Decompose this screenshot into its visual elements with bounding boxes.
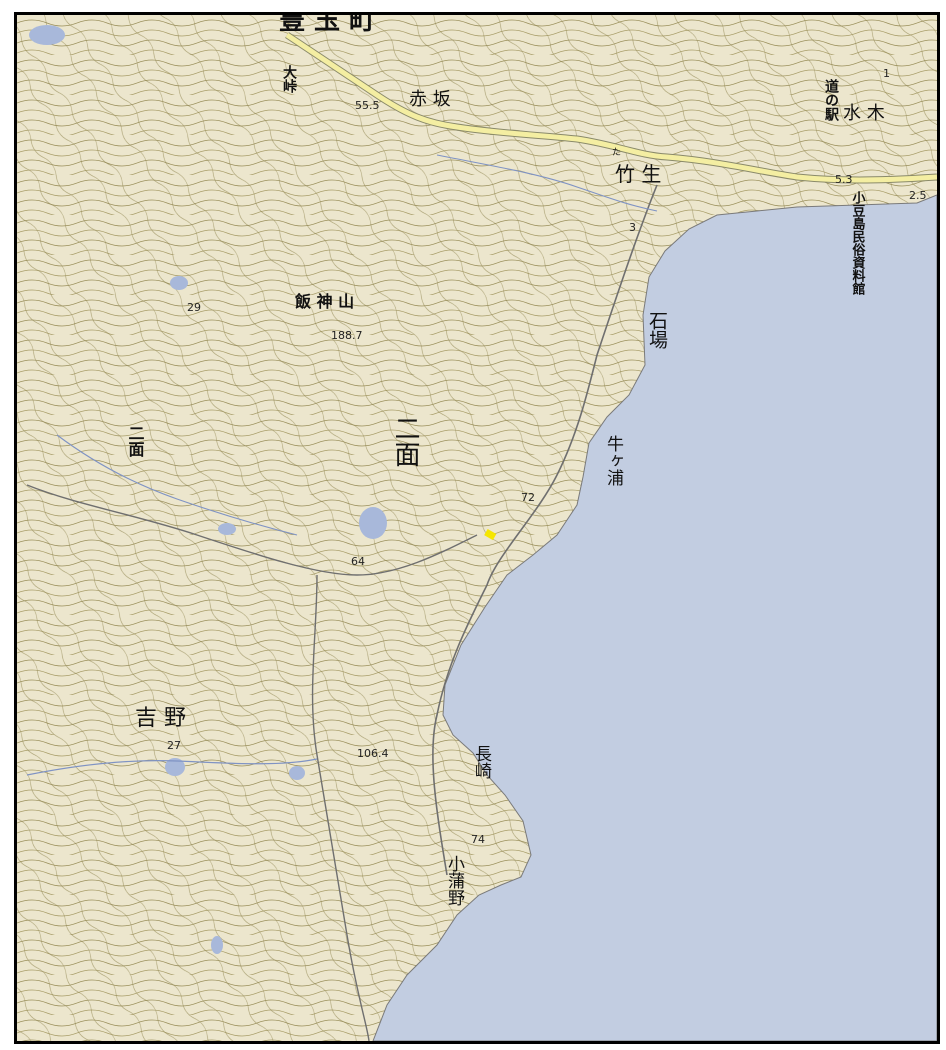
- elev-3: 3: [629, 221, 636, 234]
- topographic-map[interactable]: 豊 玉 町 大峠 赤 坂 た 竹 生 道の駅 水 木 小豆島民俗資料館 石場 飯…: [17, 15, 937, 1041]
- pond: [211, 936, 223, 954]
- label-ishiba: 石場: [646, 311, 668, 350]
- elev-27: 27: [167, 739, 181, 752]
- map-frame: 豊 玉 町 大峠 赤 坂 た 竹 生 道の駅 水 木 小豆島民俗資料館 石場 飯…: [14, 12, 940, 1044]
- label-takeo: 竹 生: [615, 162, 661, 186]
- label-nimen-center: 二面: [390, 415, 420, 467]
- label-museum: 小豆島民俗資料館: [850, 191, 867, 296]
- elev-5-3: 5.3: [835, 173, 853, 186]
- pond: [218, 523, 236, 535]
- label-mizuki: 水 木: [843, 103, 885, 124]
- pond: [29, 25, 65, 45]
- label-michi-no-eki: 道の駅: [823, 78, 839, 122]
- pond: [359, 507, 387, 539]
- label-yoshino: 吉 野: [135, 706, 186, 731]
- label-kogamano: 小蒲野: [444, 855, 465, 906]
- elev-2-5: 2.5: [909, 189, 927, 202]
- elev-1: 1: [883, 67, 890, 80]
- label-top-town: 豊 玉 町: [279, 15, 375, 36]
- label-owase: 大峠: [281, 64, 297, 94]
- label-nagasaki: 長崎: [471, 745, 492, 779]
- stream: [436, 154, 658, 212]
- sea-area: [372, 194, 937, 1041]
- inland-road: [311, 574, 370, 1041]
- pond: [165, 758, 185, 776]
- location-marker[interactable]: [484, 529, 497, 541]
- valley-road: [26, 484, 478, 576]
- elev-72: 72: [521, 491, 535, 504]
- label-akasaka: 赤 坂: [409, 89, 451, 110]
- pond: [289, 766, 305, 780]
- elev-74: 74: [471, 833, 485, 846]
- elev-29: 29: [187, 301, 201, 314]
- label-ushigaura: 牛ヶ浦: [603, 435, 624, 487]
- stream: [56, 434, 298, 536]
- main-road-fill: [285, 32, 937, 183]
- stream: [26, 758, 318, 776]
- elev-55-5: 55.5: [355, 99, 380, 112]
- pond: [170, 276, 188, 290]
- coastal-road: [432, 184, 658, 876]
- label-nimen-west: 二面: [126, 425, 145, 458]
- label-takeo-ruby: た: [612, 147, 621, 158]
- elev-106-4: 106.4: [357, 747, 389, 760]
- elev-64: 64: [351, 555, 365, 568]
- label-iijinyama: 飯 神 山: [294, 292, 354, 311]
- elev-188-7: 188.7: [331, 329, 363, 342]
